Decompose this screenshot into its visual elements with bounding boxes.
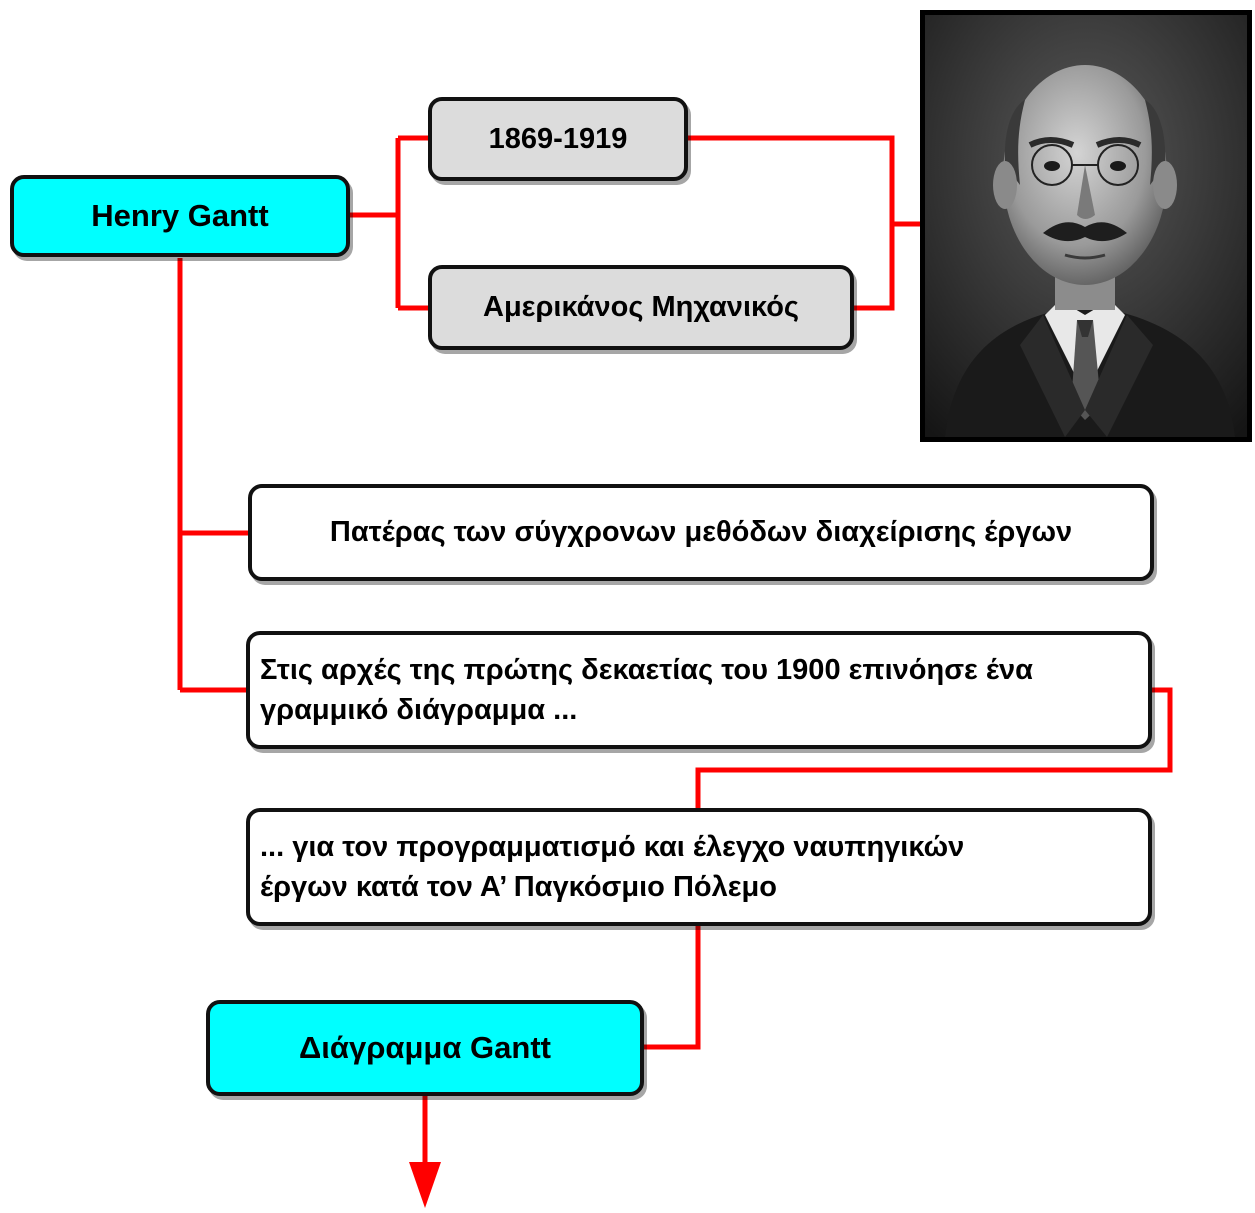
node-fact-father-label: Πατέρας των σύγχρονων μεθόδων διαχείριση… (329, 516, 1073, 548)
connector-root-trunk (177, 258, 250, 693)
portrait-photo (920, 10, 1252, 442)
node-henry-gantt-label: Henry Gantt (91, 198, 269, 233)
connector-root-branch (348, 135, 430, 311)
node-years-label: 1869-1919 (488, 122, 628, 155)
node-henry-gantt: Henry Gantt (10, 175, 350, 257)
node-years: 1869-1919 (428, 97, 688, 181)
node-profession-label: Αμερικάνος Μηχανικός (483, 291, 799, 323)
down-arrow-icon (409, 1162, 441, 1208)
node-fact-father: Πατέρας των σύγχρονων μεθόδων διαχείριση… (248, 484, 1154, 581)
node-profession: Αμερικάνος Μηχανικός (428, 265, 854, 350)
node-fact-purpose: ... για τον προγραμματισμό και έλεγχο να… (246, 808, 1152, 926)
node-gantt-chart: Διάγραμμα Gantt (206, 1000, 644, 1096)
node-fact-purpose-label: ... για τον προγραμματισμό και έλεγχο να… (260, 831, 965, 903)
connector-fact3-result (642, 925, 701, 1050)
portrait-image (925, 15, 1247, 437)
node-fact-invention-label: Στις αρχές της πρώτης δεκαετίας του 1900… (260, 654, 1033, 726)
node-fact-invention: Στις αρχές της πρώτης δεκαετίας του 1900… (246, 631, 1152, 749)
node-gantt-chart-label: Διάγραμμα Gantt (299, 1030, 551, 1065)
